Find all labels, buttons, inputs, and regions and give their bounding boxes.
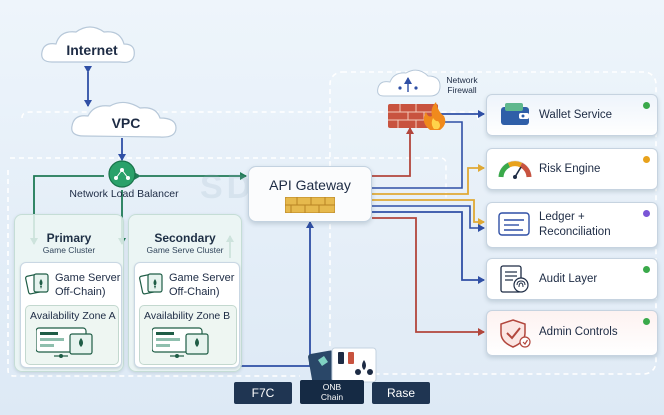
ledger-icon (498, 212, 530, 236)
api-gateway-node[interactable]: API Gateway (248, 166, 372, 222)
wallet-icon (501, 103, 529, 125)
api-gateway-label: API Gateway (269, 177, 351, 193)
secondary-zone-label: Availability Zone B (144, 310, 231, 322)
f7c-label: F7C (251, 386, 275, 400)
status-dot (643, 156, 650, 163)
admin-controls-node[interactable]: Admin Controls (486, 310, 658, 356)
gateway-ledger-arrow (372, 199, 485, 226)
vpc-label: VPC (111, 115, 141, 131)
f7c-button[interactable]: F7C (234, 382, 292, 404)
servers-gateway-arrow (240, 221, 314, 367)
status-dot (643, 318, 650, 325)
vpc-boundary (21, 111, 479, 121)
primary-game-server[interactable]: Game Server Off-Chain) Availability Zone… (20, 262, 122, 368)
shield-check-icon (500, 319, 531, 348)
risk-engine-label: Risk Engine (539, 163, 601, 175)
on-chain-cards-icon (308, 347, 377, 384)
firewall-wall-icon (388, 102, 446, 130)
secondary-cluster-subtitle: Game Serve Cluster (146, 245, 224, 255)
firewall-cloud-icon (377, 69, 441, 97)
load-balancer-icon (108, 160, 136, 188)
risk-engine-node[interactable]: Risk Engine (486, 148, 658, 190)
wallet-service-label: Wallet Service (539, 109, 613, 121)
primary-server-label: Game Server Off-Chain) (55, 272, 121, 298)
rase-button[interactable]: Rase (372, 382, 430, 404)
vpc-boundary-left (7, 170, 300, 377)
server-monitor-icon (152, 327, 209, 358)
gateway-audit-arrow (372, 211, 485, 284)
secondary-cluster-title: Secondary (154, 231, 216, 245)
gateway-risk-arrow (372, 164, 485, 195)
primary-availability-zone[interactable]: Availability Zone A (25, 305, 119, 365)
vpc-cloud-icon (71, 101, 177, 138)
on-chain-button[interactable]: ONB Chain (300, 380, 364, 404)
gauge-icon (498, 160, 532, 179)
gateway-wall-icon (285, 197, 335, 213)
ledger-reconciliation-label: Ledger + Reconciliation (539, 211, 611, 238)
wallet-service-node[interactable]: Wallet Service (486, 94, 658, 136)
primary-cluster-title: Primary (46, 231, 92, 245)
cards-icon (25, 273, 49, 295)
status-dot (643, 266, 650, 273)
gateway-admin-arrow (372, 217, 485, 336)
cards-icon (139, 273, 163, 295)
primary-cluster-subtitle: Game Cluster (42, 245, 96, 255)
network-load-balancer-label: Network Load Balancer (69, 188, 179, 200)
audit-layer-label: Audit Layer (539, 273, 598, 285)
network-firewall-label: Network Firewall (446, 75, 478, 95)
fingerprint-icon (500, 265, 529, 293)
on-chain-label: ONB Chain (320, 382, 344, 402)
firewall-risk-arrow (372, 121, 463, 189)
internet-label: Internet (66, 42, 118, 58)
primary-zone-label: Availability Zone A (30, 310, 116, 322)
internet-cloud-icon (41, 26, 135, 63)
admin-controls-label: Admin Controls (539, 326, 618, 338)
server-monitor-icon (36, 327, 93, 358)
secondary-game-server[interactable]: Game Server Off-Chain) Availability Zone… (134, 262, 240, 368)
rase-label: Rase (386, 386, 415, 400)
gateway-firewall-arrow (372, 127, 414, 177)
status-dot (643, 210, 650, 217)
secondary-server-label: Game Server Off-Chain) (169, 272, 235, 298)
status-dot (643, 102, 650, 109)
ledger-reconciliation-node[interactable]: Ledger + Reconciliation (486, 202, 658, 248)
audit-layer-node[interactable]: Audit Layer (486, 258, 658, 300)
cluster-zone-boundary (10, 157, 447, 200)
secondary-availability-zone[interactable]: Availability Zone B (139, 305, 237, 365)
gateway-ledger-blue-arrow (372, 205, 485, 232)
